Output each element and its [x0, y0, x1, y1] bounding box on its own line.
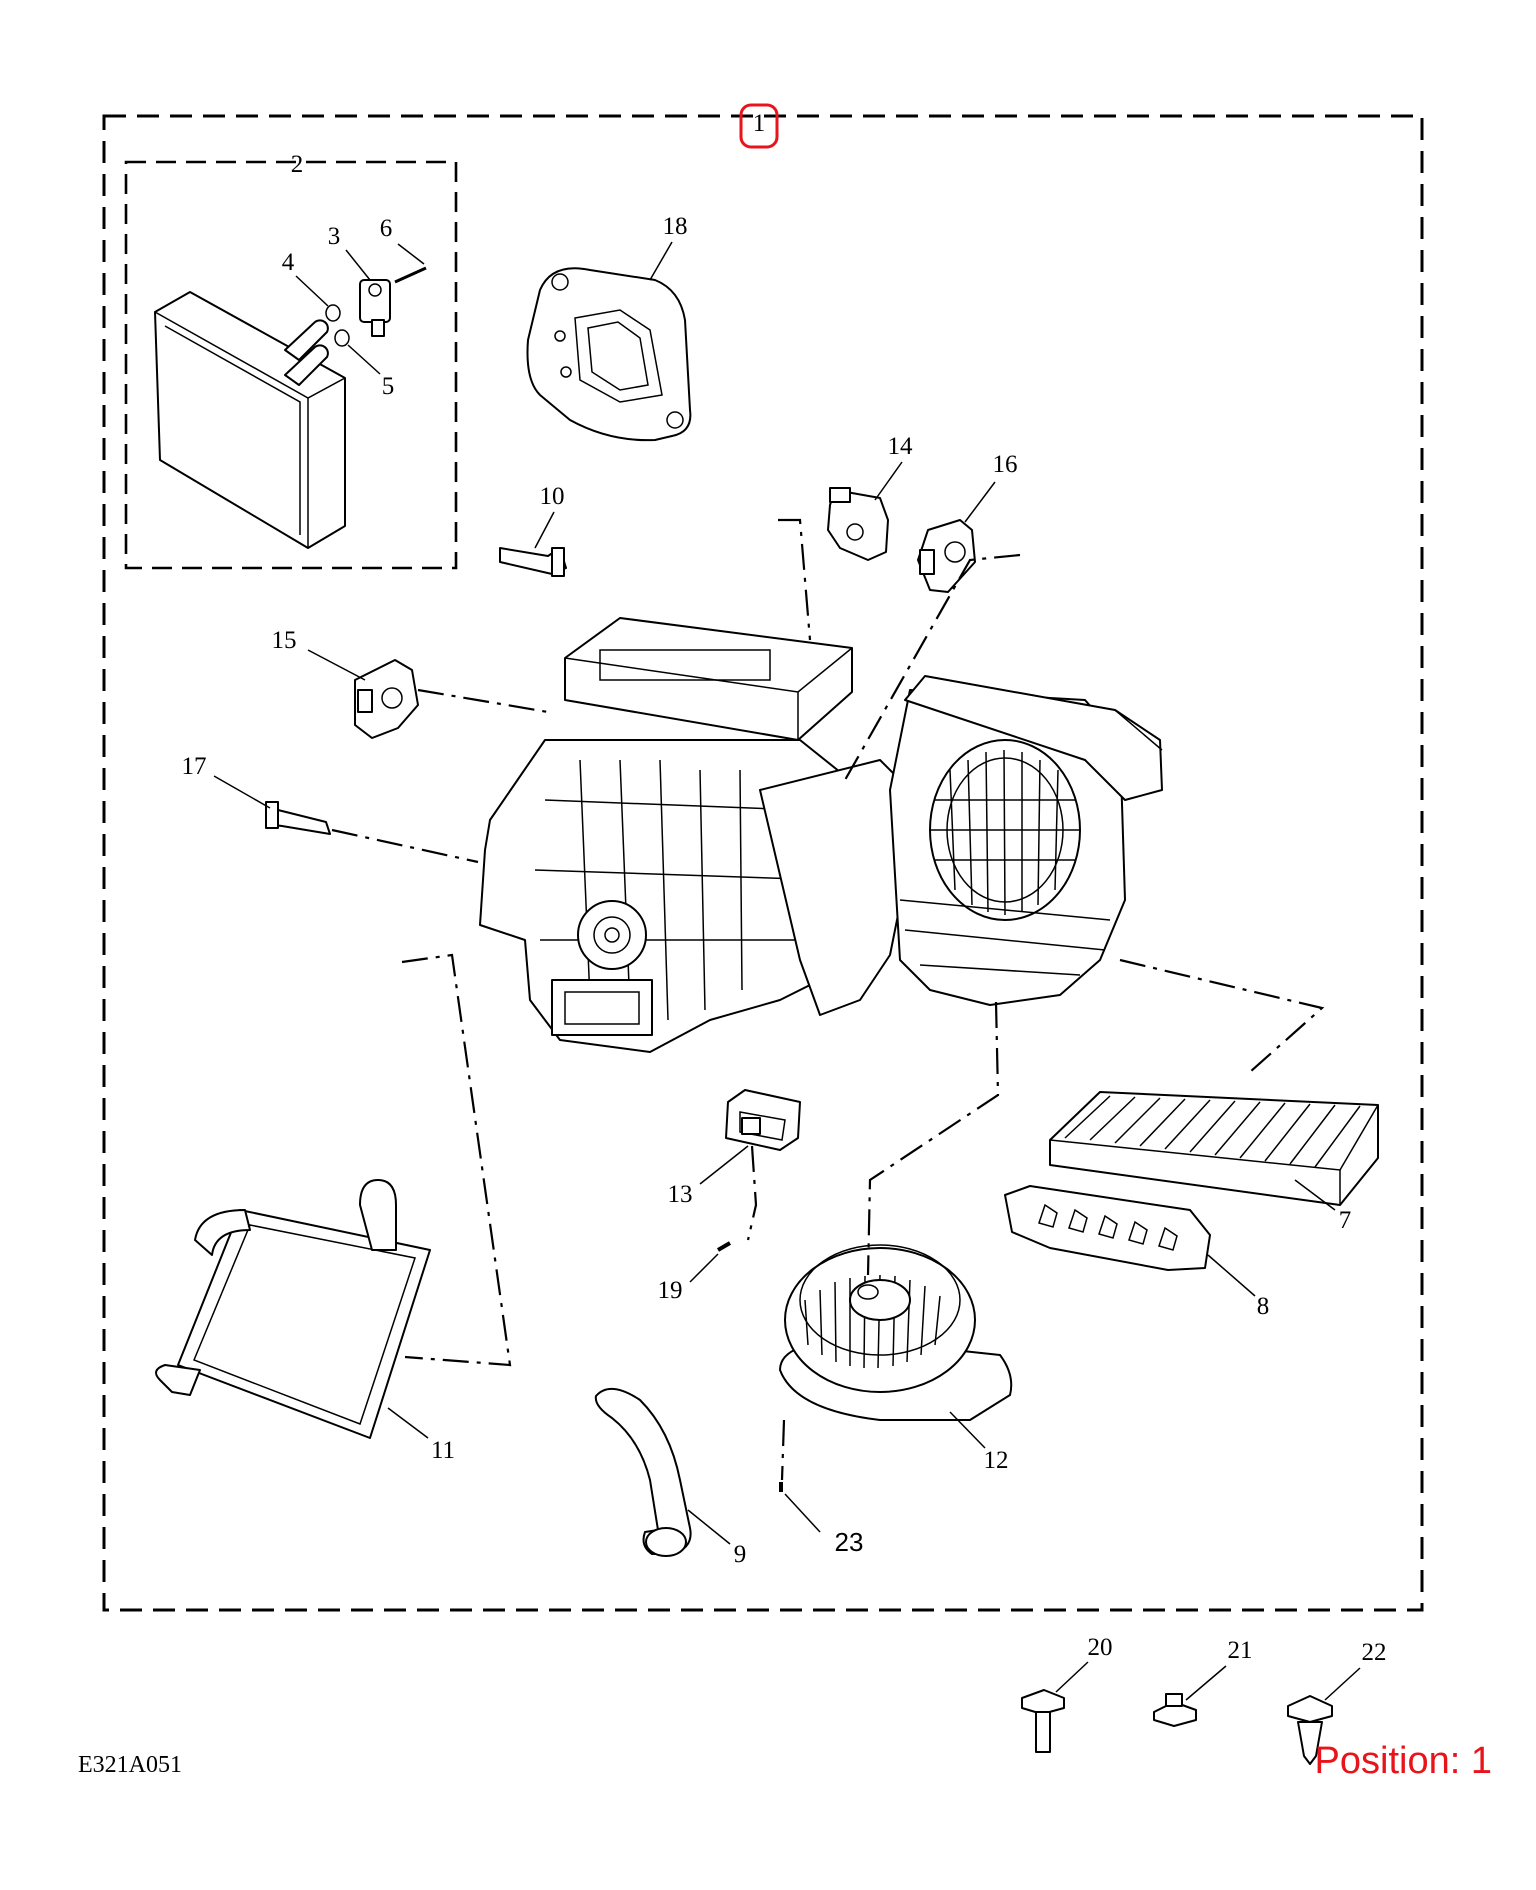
- callout-3: 3: [328, 223, 341, 250]
- callout-9: 9: [734, 1541, 747, 1568]
- callout-10: 10: [540, 483, 565, 510]
- assembly-boundary: [102, 114, 1424, 1612]
- callout-2: 2: [291, 151, 304, 178]
- document-id: E321A051: [78, 1752, 182, 1778]
- part-clip-22[interactable]: [1287, 1695, 1333, 1765]
- part-heater-core[interactable]: [155, 1179, 431, 1439]
- part-sensor-10[interactable]: [499, 547, 567, 577]
- callout-4: 4: [282, 249, 295, 276]
- callout-6: 6: [380, 215, 393, 242]
- part-sensor-17[interactable]: [265, 801, 331, 835]
- callout-23: 23: [835, 1527, 864, 1557]
- part-filter-bracket[interactable]: [1004, 1185, 1211, 1271]
- part-bolt-20[interactable]: [1021, 1689, 1065, 1753]
- callout-18: 18: [663, 213, 688, 240]
- part-cover-plate[interactable]: [526, 267, 692, 442]
- evaporator-kit-boundary: [124, 160, 458, 570]
- callout-21: 21: [1228, 1637, 1253, 1664]
- callout-7: 7: [1339, 1207, 1352, 1234]
- callout-22: 22: [1362, 1639, 1387, 1666]
- callout-19: 19: [658, 1277, 683, 1304]
- callout-1-highlight: [739, 103, 779, 149]
- callout-16: 16: [993, 451, 1018, 478]
- callout-20: 20: [1088, 1634, 1113, 1661]
- part-evaporator-core[interactable]: [154, 291, 346, 549]
- part-actuator-16[interactable]: [917, 519, 976, 593]
- callout-8: 8: [1257, 1293, 1270, 1320]
- part-hvac-housing[interactable]: [479, 617, 1163, 1053]
- callout-15: 15: [272, 627, 297, 654]
- callout-1-group[interactable]: 1: [739, 103, 779, 149]
- callout-14: 14: [888, 433, 914, 460]
- position-label: Position: 1: [1314, 1740, 1492, 1782]
- callout-17: 17: [182, 753, 207, 780]
- callout-1: 1: [753, 110, 766, 137]
- part-drain-hose[interactable]: [594, 1388, 692, 1557]
- callout-5: 5: [382, 373, 395, 400]
- part-o-ring-5[interactable]: [334, 329, 350, 347]
- part-nut-21[interactable]: [1153, 1693, 1197, 1727]
- callout-11: 11: [431, 1437, 455, 1464]
- part-actuator-14[interactable]: [827, 487, 889, 561]
- part-actuator-15[interactable]: [354, 659, 419, 739]
- part-expansion-valve[interactable]: [359, 279, 391, 337]
- part-o-ring-4[interactable]: [325, 304, 341, 322]
- callout-13: 13: [668, 1181, 693, 1208]
- callout-12: 12: [984, 1447, 1009, 1474]
- part-screw-19[interactable]: [716, 1241, 732, 1252]
- part-blower-motor[interactable]: [779, 1244, 1013, 1421]
- part-cabin-filter[interactable]: [1049, 1091, 1379, 1206]
- part-module-13[interactable]: [725, 1089, 801, 1151]
- part-screw-6[interactable]: [394, 266, 427, 284]
